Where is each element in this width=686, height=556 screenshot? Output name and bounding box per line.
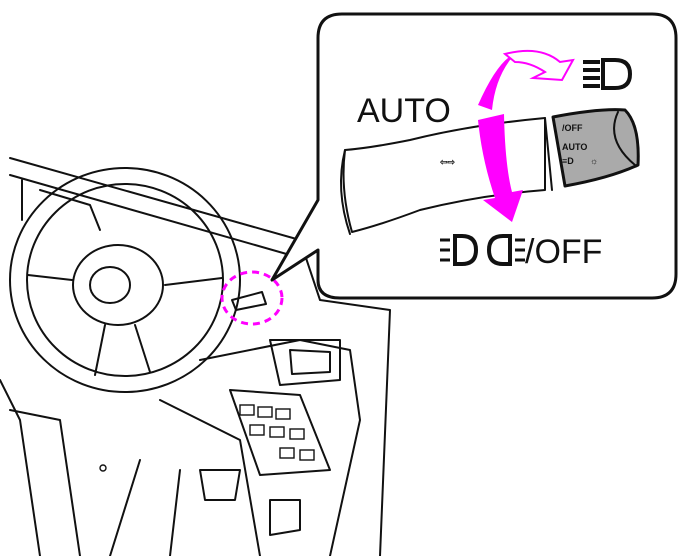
- dashboard-drawing: [0, 157, 391, 556]
- highlight-circle: [220, 270, 284, 326]
- low-beam-icon: ≡D: [562, 156, 574, 166]
- light-switch-ring[interactable]: [551, 108, 640, 188]
- switch-off-label: /OFF: [562, 123, 583, 133]
- light-sensor-icon: ☼: [590, 156, 598, 166]
- turn-signal-arrows-icon: ⇦⇨: [439, 157, 456, 167]
- switch-auto-label: AUTO: [562, 142, 587, 152]
- tail-light-icon: [440, 234, 525, 266]
- rotation-arrow[interactable]: [478, 49, 575, 222]
- stalk-small: [231, 291, 267, 311]
- headlight-high-beam-icon: [583, 58, 633, 90]
- auto-label: AUTO: [357, 92, 451, 130]
- steering-wheel: [9, 167, 241, 393]
- headlight-lever: /OFF AUTO ≡D ☼ ⇦⇨: [340, 108, 640, 235]
- off-label: /OFF: [525, 233, 602, 271]
